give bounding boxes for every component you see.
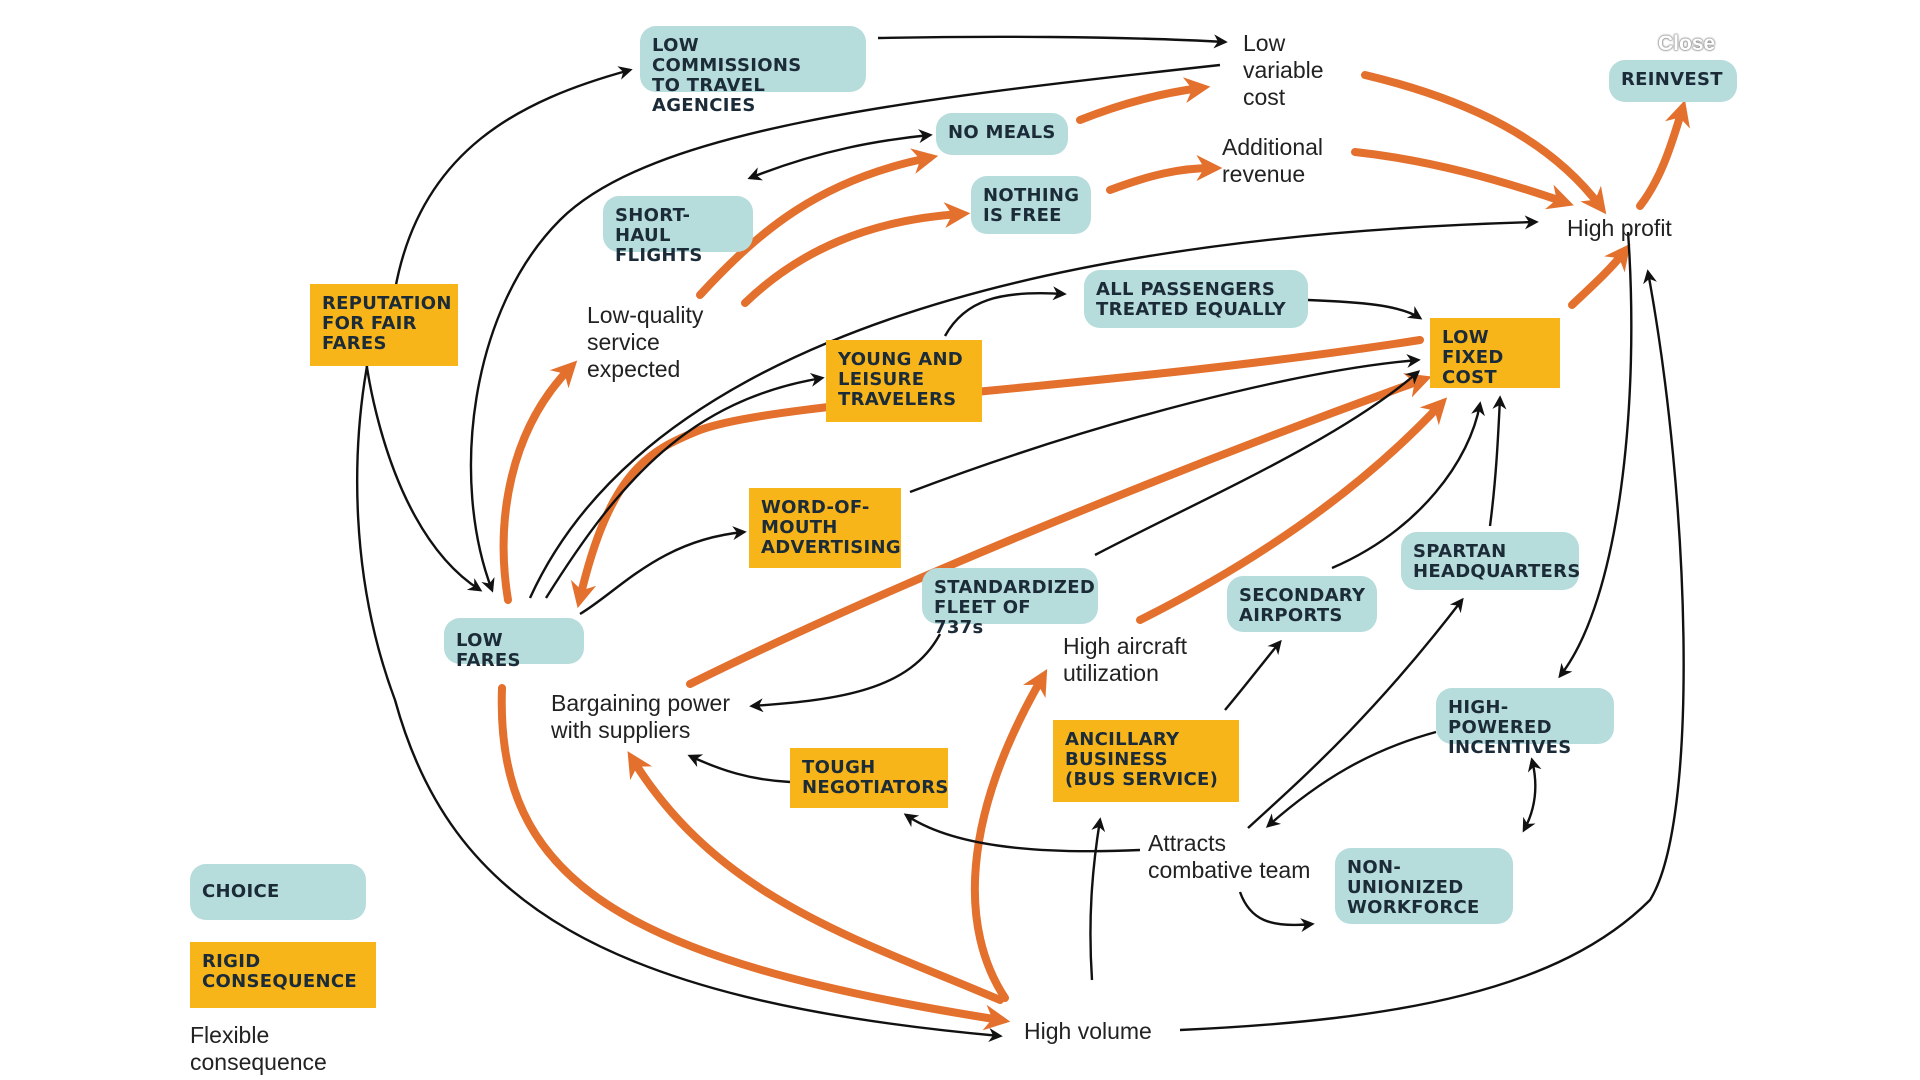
flexible-arrow-5: [1361, 71, 1607, 215]
causal-arrow-7: [1307, 298, 1423, 320]
causal-arrow-25: [356, 338, 483, 592]
flexible-arrow-15: [970, 668, 1048, 1002]
node-reinvest: REINVEST: [1609, 60, 1737, 102]
flexible-arrow-13: [497, 684, 1011, 1031]
flexible-arrow-7: [1568, 243, 1631, 309]
causal-arrow-22: [1522, 757, 1542, 833]
causal-arrow-16: [903, 813, 1141, 853]
node-nothing-free: NOTHING IS FREE: [971, 176, 1091, 234]
node-non-unionized: NON- UNIONIZED WORKFORCE: [1335, 848, 1513, 924]
flexible-arrow-4: [1106, 155, 1223, 194]
node-no-meals: NO MEALS: [936, 113, 1068, 155]
flexible-arrow-8: [1636, 100, 1690, 210]
node-bargaining-power: Bargaining power with suppliers: [551, 690, 731, 743]
causal-arrow-17: [1224, 639, 1282, 711]
causal-arrow-21: [1238, 891, 1315, 933]
node-reputation: REPUTATION FOR FAIR FARES: [310, 284, 458, 366]
causal-arrow-13: [1488, 395, 1507, 527]
legend-flexible-label: Flexible consequence: [190, 1022, 327, 1075]
node-low-fixed-cost: LOW FIXED COST: [1430, 318, 1560, 388]
causal-arrow-26: [356, 349, 1003, 1042]
node-low-commissions: LOW COMMISSIONS TO TRAVEL AGENCIES: [640, 26, 866, 116]
close-button[interactable]: Close: [1658, 32, 1716, 55]
node-high-volume: High volume: [1024, 1018, 1152, 1044]
causal-arrow-1: [393, 66, 633, 291]
node-all-passengers: ALL PASSENGERS TREATED EQUALLY: [1084, 270, 1308, 328]
node-young-leisure: YOUNG AND LEISURE TRAVELERS: [826, 340, 982, 422]
flexible-arrow-3: [1076, 77, 1211, 124]
causal-arrow-19: [1247, 597, 1464, 829]
flexible-arrow-6: [1351, 148, 1574, 210]
node-low-quality-service: Low-quality service expected: [587, 302, 704, 382]
causal-arrow-4: [747, 129, 933, 181]
causal-arrow-12: [1331, 401, 1485, 570]
node-low-fares: LOW FARES: [444, 618, 584, 671]
node-word-of-mouth: WORD-OF- MOUTH ADVERTISING: [749, 488, 901, 568]
node-low-variable-cost: Low variable cost: [1243, 30, 1324, 110]
causal-arrow-14: [749, 633, 942, 713]
legend-rigid-swatch: RIGID CONSEQUENCE: [190, 942, 376, 1008]
causal-arrow-9: [579, 526, 747, 616]
causal-arrow-24: [1179, 269, 1685, 1032]
flexible-arrow-11: [686, 373, 1432, 688]
causal-arrow-2: [877, 34, 1228, 49]
causal-arrow-11: [1094, 370, 1421, 557]
node-high-profit: High profit: [1567, 215, 1672, 241]
flexible-arrow-12: [1136, 397, 1448, 624]
causal-arrow-15: [687, 754, 791, 784]
node-short-haul: SHORT-HAUL FLIGHTS: [603, 196, 753, 266]
causal-arrow-18: [1089, 817, 1106, 981]
legend-choice-swatch: CHOICE: [190, 864, 366, 920]
node-standardized-fleet: STANDARDIZED FLEET OF 737s: [922, 568, 1098, 638]
node-spartan-hq: SPARTAN HEADQUARTERS: [1401, 532, 1580, 590]
flexible-arrow-2: [741, 202, 971, 307]
node-ancillary-business: ANCILLARY BUSINESS (BUS SERVICE): [1053, 720, 1239, 802]
node-high-aircraft-utilization: High aircraft utilization: [1063, 633, 1187, 686]
node-additional-revenue: Additional revenue: [1222, 134, 1324, 187]
flexible-arrow-14: [627, 751, 1004, 1004]
causal-arrow-8: [544, 372, 825, 599]
flexible-arrow-9: [499, 360, 578, 604]
causal-arrow-20: [1265, 730, 1437, 828]
node-secondary-airports: SECONDARY AIRPORTS: [1227, 576, 1377, 632]
causal-arrow-5: [528, 215, 1539, 599]
causal-arrow-6: [943, 286, 1067, 337]
node-high-powered-incentives: HIGH-POWERED INCENTIVES: [1436, 688, 1614, 758]
node-tough-negotiators: TOUGH NEGOTIATORS: [790, 748, 948, 808]
flexible-arrow-10: [570, 336, 1424, 609]
causal-arrow-23: [1558, 231, 1633, 679]
causal-arrow-10: [909, 353, 1421, 494]
node-combative-team: Attracts combative team: [1148, 830, 1311, 883]
